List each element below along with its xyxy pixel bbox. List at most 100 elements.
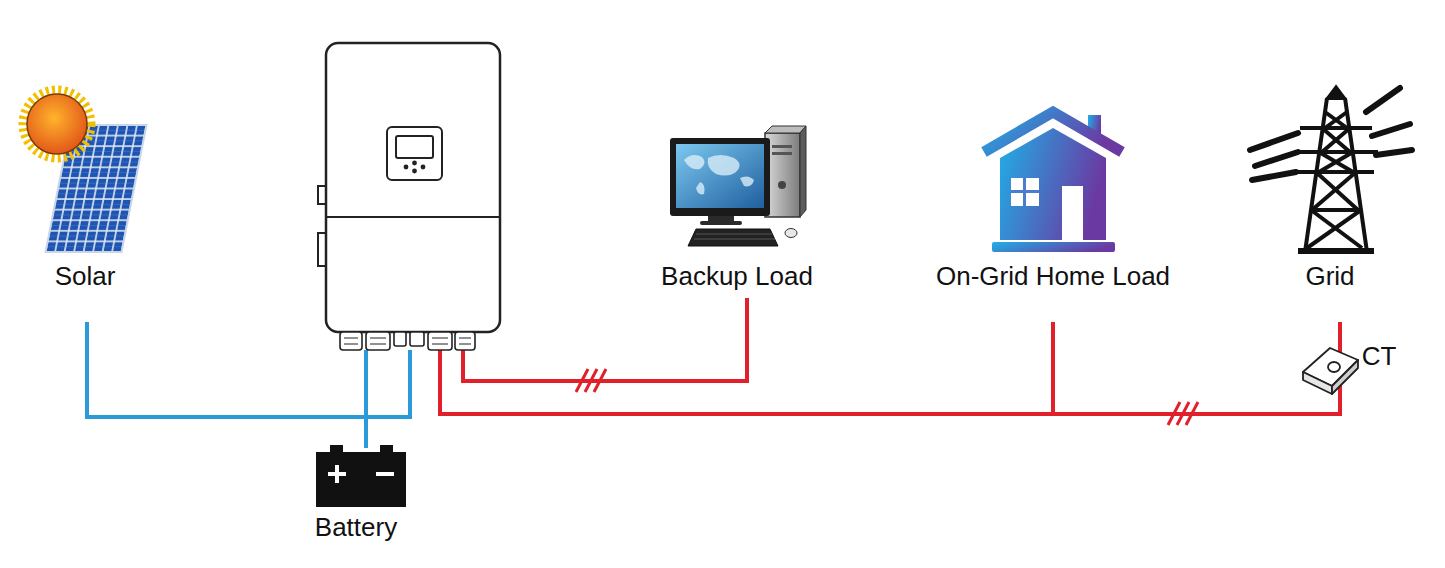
- battery-icon-part: [316, 452, 406, 507]
- inverter-housing-part-part: [340, 332, 362, 350]
- sun-icon: [23, 90, 91, 158]
- computer-icon-part-part: [696, 234, 772, 235]
- ac-wire-part: [1051, 322, 1055, 414]
- dc-wire-part: [87, 322, 410, 417]
- computer-icon-part-part: [694, 239, 775, 240]
- inverter-housing-part: [396, 136, 433, 158]
- inverter-housing-part-part: [459, 344, 471, 345]
- grid-tower-icon-part-part: [1376, 150, 1412, 155]
- computer-icon-part: [670, 138, 770, 216]
- ct-clamp: [1303, 348, 1358, 394]
- computer-icon-part: [676, 144, 764, 208]
- dc-wire-part: [364, 350, 368, 448]
- grid-tower-icon-part-part: [1307, 210, 1361, 248]
- grid-tower-icon-part: [1294, 98, 1378, 252]
- sensor-caption: CT: [1362, 342, 1397, 372]
- grid-tower-icon-part-part: [1372, 124, 1410, 136]
- house-icon: [984, 112, 1122, 252]
- sun-icon-part: [27, 94, 87, 154]
- battery-icon-part: [376, 472, 394, 476]
- house-icon-part: [1011, 178, 1039, 206]
- battery-icon: [316, 445, 406, 507]
- computer-icon-part: [785, 229, 797, 238]
- grid-tower-icon-part-part: [1252, 172, 1296, 180]
- computer-icon-part: [765, 126, 806, 133]
- battery-icon-part: [380, 445, 393, 453]
- inverter-housing-part-part: [394, 332, 406, 346]
- sun-icon-part: [23, 90, 91, 158]
- grid-caption: Grid: [1305, 262, 1354, 292]
- inverter-housing-part-part: [366, 332, 390, 350]
- grid-tower-icon-part-part: [1319, 152, 1353, 172]
- grid-tower-icon-part: [1327, 86, 1345, 98]
- battery-caption: Battery: [315, 513, 397, 543]
- inverter-housing-part: [326, 43, 500, 332]
- grid-tower-icon-part-part: [1294, 150, 1378, 154]
- house-icon-part: [1000, 128, 1106, 240]
- computer-icon-part: [688, 229, 778, 246]
- battery-icon-part: [335, 465, 339, 483]
- ac-wire: [440, 298, 1340, 414]
- ac-wire-part: [440, 322, 1340, 414]
- computer-icon-part: [800, 126, 806, 217]
- computer-icon-part: [694, 234, 775, 239]
- grid-tower-icon-part-part: [1300, 126, 1372, 130]
- battery-icon-part: [330, 445, 343, 453]
- inverter-housing-part: [340, 332, 475, 350]
- inverter-housing-part: [412, 169, 417, 174]
- computer-icon-part: [765, 133, 800, 217]
- inverter-housing-part: [412, 161, 417, 166]
- grid-tower-icon-part-part: [1298, 170, 1374, 174]
- inverter-housing-part-part: [455, 332, 475, 350]
- inverter-housing-part-part: [432, 338, 448, 339]
- load-caption: Backup Load: [661, 262, 813, 292]
- computer-icon: [670, 126, 806, 246]
- computer-icon-part: [772, 152, 792, 155]
- computer-icon-part: [778, 181, 786, 189]
- three-phase-mark: [576, 369, 1198, 425]
- inverter-housing-part: [421, 165, 426, 170]
- inverter-housing-part: [344, 338, 471, 344]
- grid-tower-icon-part-part: [1345, 98, 1367, 252]
- panel-caption: Solar: [55, 262, 116, 292]
- grid-tower-icon-part-part: [1325, 112, 1347, 128]
- three-phase-mark-part: [594, 369, 606, 392]
- load-caption: On-Grid Home Load: [936, 262, 1170, 292]
- grid-tower-icon-part-part: [1322, 128, 1350, 152]
- ct-clamp-part: [1303, 372, 1332, 394]
- inverter-housing-part: [404, 165, 409, 170]
- inverter-housing-part-part: [344, 338, 358, 339]
- inverter-housing-part-part: [370, 338, 386, 339]
- grid-tower-icon: [1250, 86, 1412, 254]
- grid-tower-icon-part-part: [1250, 133, 1298, 150]
- grid-tower-icon-part: [1250, 88, 1412, 180]
- grid-tower-icon-part-part: [1322, 128, 1350, 152]
- computer-icon-part: [700, 221, 742, 225]
- grid-tower-icon-part-part: [1312, 172, 1356, 210]
- inverter-housing-part-part: [344, 344, 358, 345]
- computer-icon-part: [684, 155, 754, 194]
- house-icon-part: [1011, 190, 1039, 193]
- grid-tower-icon-part-part: [1366, 88, 1400, 112]
- inverter-housing: [318, 43, 500, 350]
- inverter-housing-part-part: [459, 338, 471, 339]
- grid-tower-icon-part-part: [1319, 152, 1353, 172]
- grid-tower-icon-part-part: [1255, 152, 1298, 166]
- inverter-housing-part: [387, 127, 442, 180]
- grid-tower-icon-part-part: [1305, 98, 1327, 252]
- inverter-housing-part-part: [410, 332, 424, 346]
- inverter-housing-part-part: [370, 344, 386, 345]
- computer-icon-part: [772, 145, 792, 148]
- grid-tower-icon-part: [1298, 248, 1374, 254]
- ct-clamp-part: [1328, 362, 1340, 372]
- inverter-housing-part: [326, 216, 500, 218]
- grid-tower-icon-part-part: [1311, 208, 1361, 212]
- house-icon-part: [1062, 186, 1083, 240]
- inverter-housing-part-part: [432, 344, 448, 345]
- house-icon-part: [992, 242, 1115, 252]
- three-phase-mark-part: [1186, 402, 1198, 425]
- inverter-housing-part-part: [428, 332, 452, 350]
- grid-tower-icon-part-part: [1325, 112, 1347, 128]
- dc-wire: [87, 322, 410, 448]
